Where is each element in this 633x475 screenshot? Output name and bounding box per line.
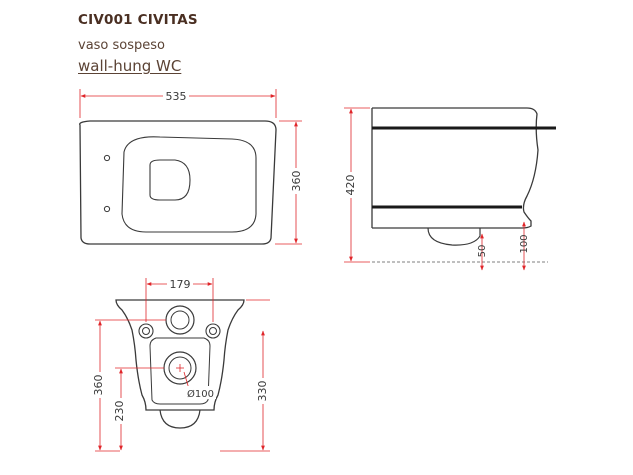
rear-outlet-height-dimension-label: 230 [113, 401, 126, 422]
rear-view-outline [115, 299, 245, 411]
rear-outlet-pipe [163, 351, 197, 390]
rear-outlet-diameter-label: Ø100 [187, 388, 214, 400]
rear-height-dimension-label: 360 [92, 375, 105, 396]
top-view-bowl-outline [79, 120, 277, 245]
rear-inlet-pipe [165, 305, 195, 335]
side-height-dimension-label: 420 [344, 175, 357, 196]
rear-body-height-dimension-label: 330 [256, 381, 269, 402]
side-floor-offset-label: 100 [519, 234, 530, 253]
top-view-fixing-hole-upper [103, 154, 111, 162]
rear-view-bowl-bottom [159, 409, 201, 429]
side-view: 420 50 100 [343, 107, 556, 271]
top-view-seat-opening [149, 159, 191, 201]
product-model-title: CIV001 CIVITAS [78, 12, 198, 28]
top-width-dimension-label: 535 [166, 90, 187, 103]
top-view-bowl-rim [121, 136, 257, 233]
rear-view: Ø100 179 360 230 330 [92, 277, 270, 452]
rear-fixing-hole-left [138, 323, 154, 339]
rear-spacing-dimension-label: 179 [170, 278, 191, 291]
product-name-italian: vaso sospeso [78, 38, 165, 53]
side-view-outlet [427, 227, 481, 246]
product-name-english: wall-hung WC [78, 57, 182, 75]
side-outlet-offset-label: 50 [477, 245, 488, 258]
top-view-fixing-hole-lower [103, 205, 111, 213]
top-depth-dimension-label: 360 [290, 171, 303, 192]
side-view-outline [372, 107, 539, 229]
rear-view-inner-recess [149, 337, 211, 405]
top-view: 535 360 [79, 89, 303, 245]
rear-fixing-hole-right [205, 323, 221, 339]
